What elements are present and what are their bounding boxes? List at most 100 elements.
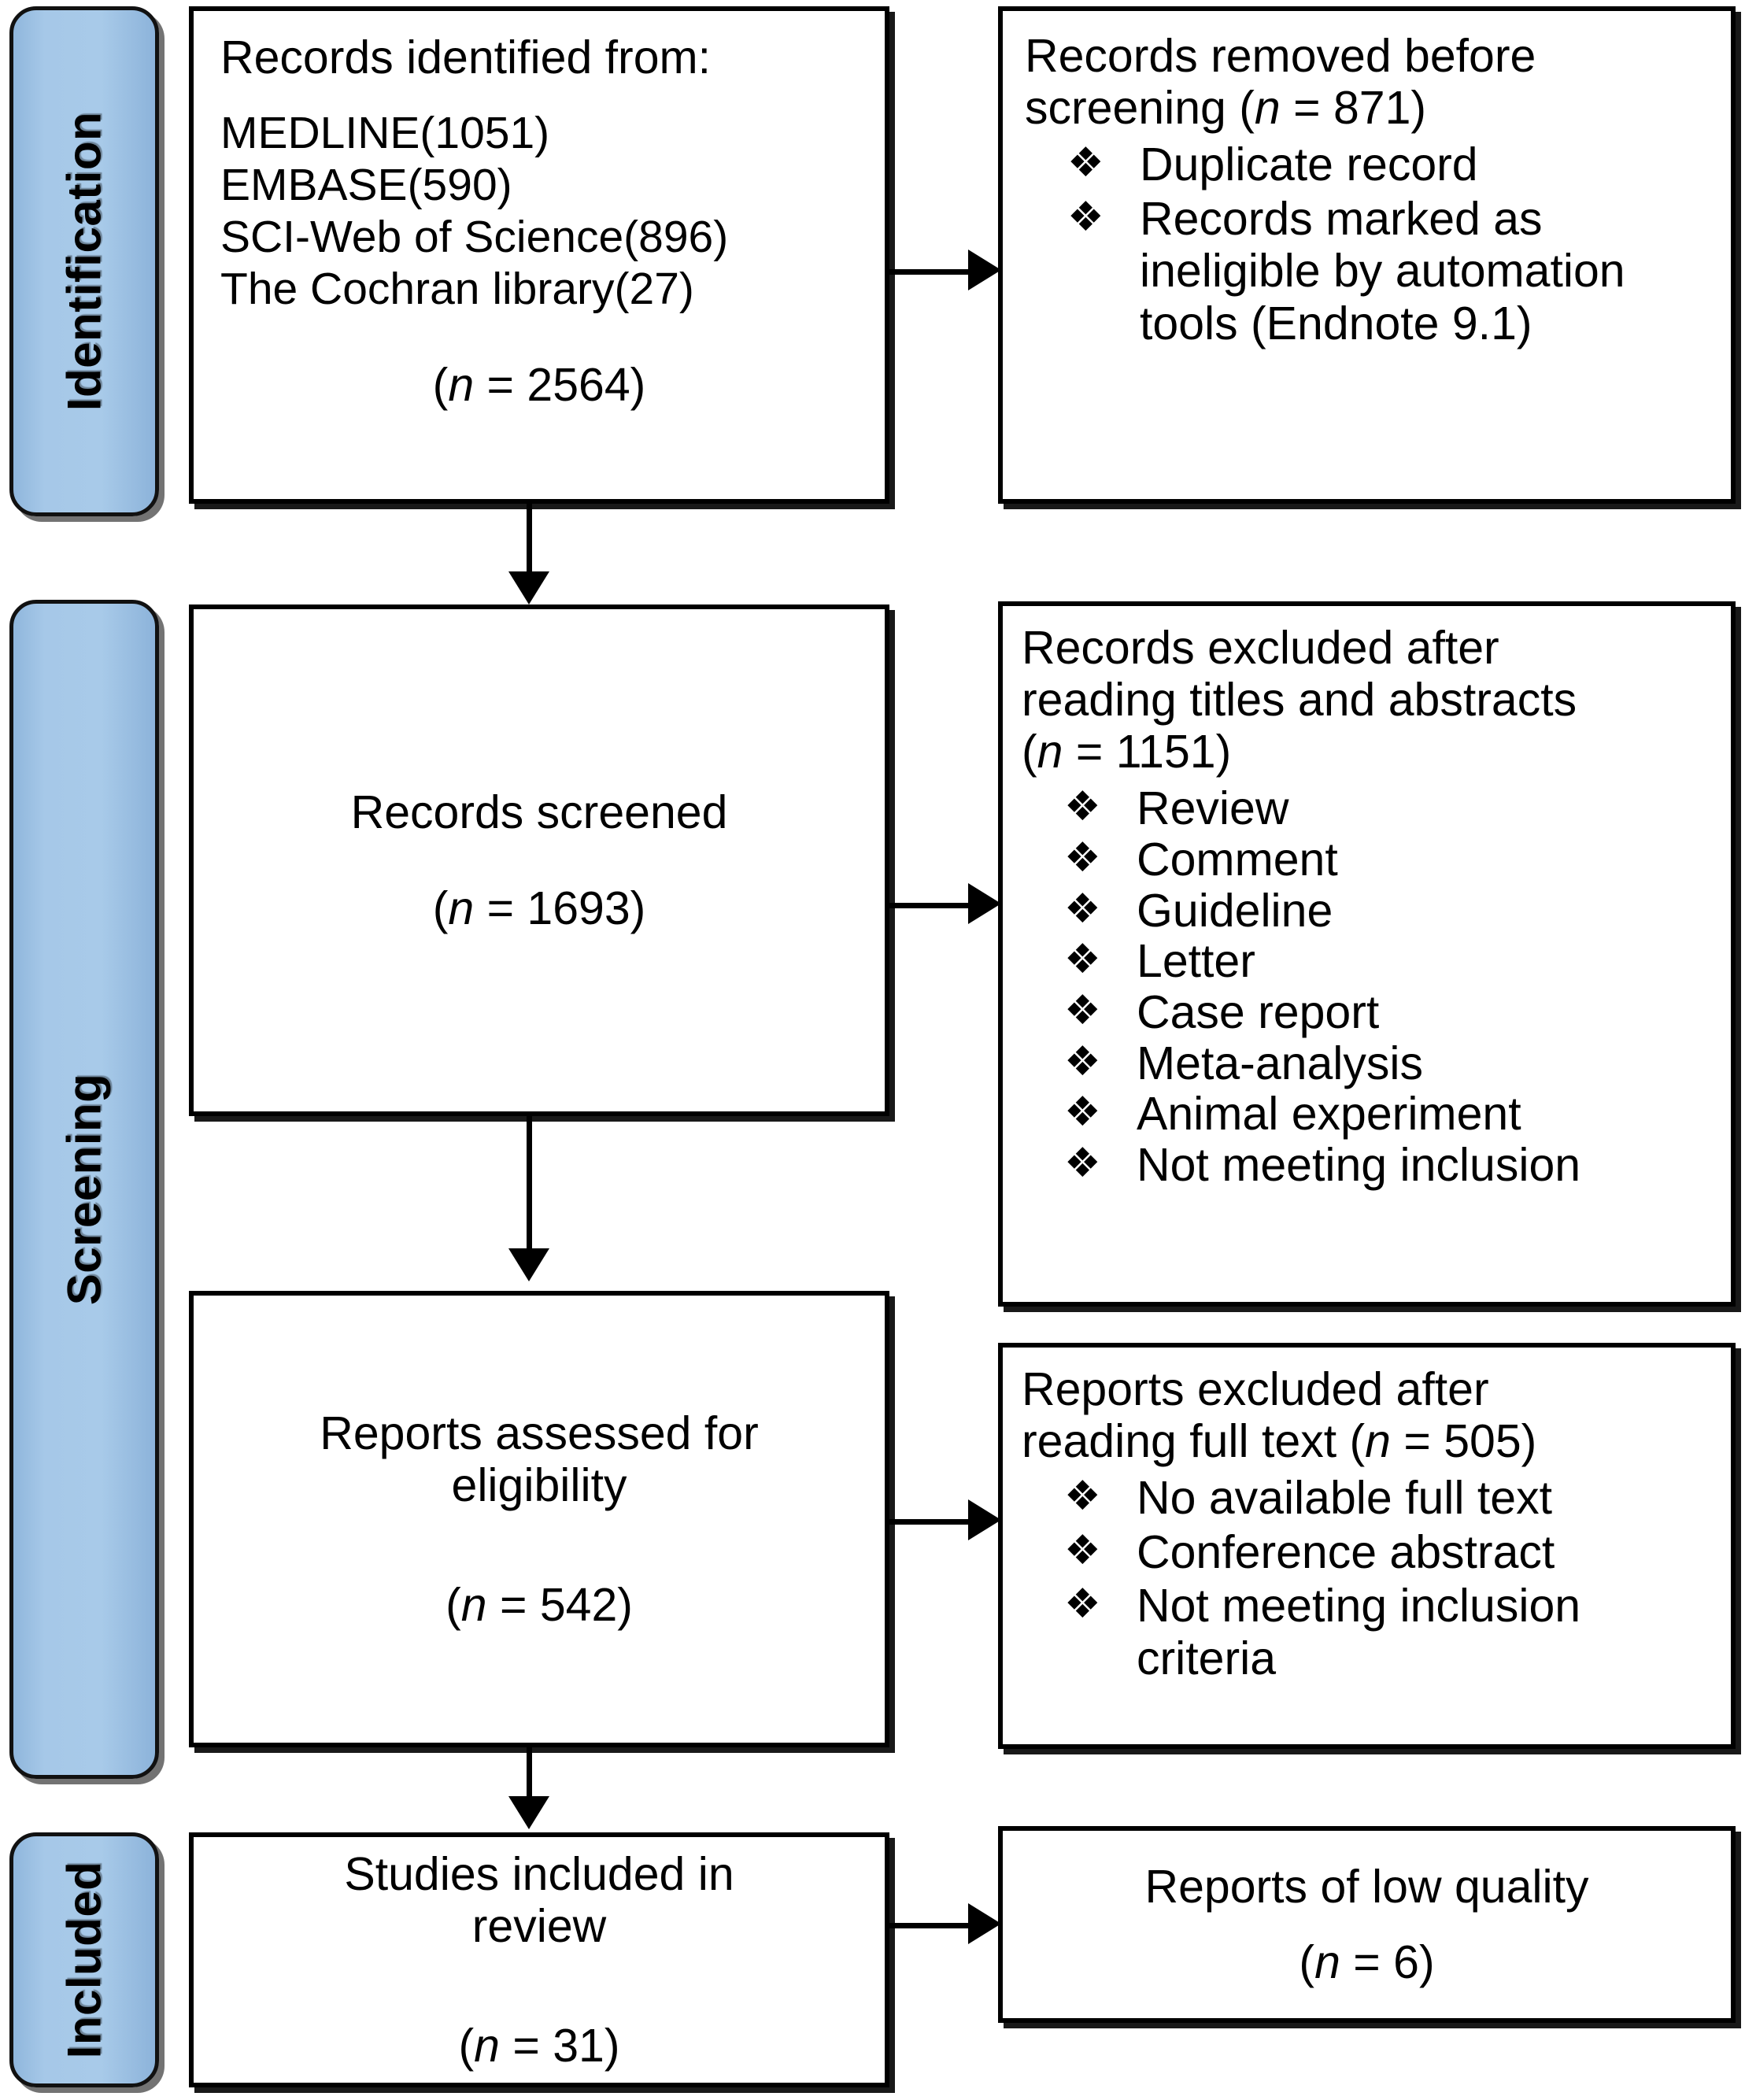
diamond-bullet-icon: ❖ — [1064, 1473, 1101, 1520]
list-item: ❖ Letter — [1022, 935, 1723, 988]
records-screened-count: (n = 1693) — [433, 882, 646, 934]
stage-bar-included: Included — [9, 1832, 159, 2087]
n-italic: n — [448, 882, 475, 934]
list-item: ❖ No available full text — [1022, 1472, 1723, 1525]
diamond-bullet-icon: ❖ — [1064, 885, 1101, 932]
box-records-excluded: Records excluded after reading titles an… — [998, 601, 1736, 1307]
studies-included-heading-line1: Studies included in — [344, 1848, 734, 1900]
studies-included-heading-line2: review — [471, 1900, 607, 1953]
bullet-text: No available full text — [1137, 1472, 1553, 1525]
stage-label-identification: Identification — [57, 111, 111, 412]
reports-excluded-bullet-list: ❖ No available full text ❖ Conference ab… — [1022, 1472, 1723, 1687]
records-screened-heading: Records screened — [350, 786, 728, 839]
arrowhead-assessed-to-studies-included — [508, 1796, 549, 1829]
stage-label-included: Included — [57, 1861, 111, 2059]
bullet-text: Case report — [1137, 985, 1380, 1038]
n-italic: n — [448, 358, 475, 411]
paren-open: ( — [445, 1579, 461, 1632]
diamond-bullet-icon: ❖ — [1064, 937, 1101, 983]
list-item: ❖ Comment — [1022, 834, 1723, 886]
fulltext-prefix: reading full text ( — [1022, 1415, 1366, 1468]
connector-assessed-to-reports-excluded — [888, 1519, 973, 1525]
reports-assessed-count: (n = 542) — [445, 1579, 633, 1631]
studies-included-count: (n = 31) — [459, 2020, 620, 2072]
n-italic: n — [1314, 1936, 1340, 1988]
records-identified-heading: Records identified from: — [220, 31, 712, 83]
count-505: = 505) — [1391, 1415, 1537, 1468]
n-italic: n — [460, 1579, 487, 1632]
paren-open: ( — [1022, 726, 1037, 778]
count-1693: = 1693) — [474, 882, 646, 934]
paren-open: ( — [432, 882, 449, 934]
list-item: ❖ Review — [1022, 782, 1723, 835]
count-871: = 871) — [1280, 82, 1427, 135]
arrowhead-identified-to-screened — [508, 571, 549, 604]
connector-identified-to-removed — [888, 269, 973, 275]
records-removed-line1: Records removed before — [1025, 30, 1536, 82]
bullet-text: Not meeting inclusion criteria — [1137, 1580, 1581, 1685]
count-value: 2564 — [527, 358, 630, 411]
records-removed-line2: screening (n = 871) — [1025, 82, 1720, 134]
arrowhead-identified-to-removed — [968, 250, 1001, 290]
stage-label-screening: Screening — [57, 1073, 111, 1306]
count-31: = 31) — [499, 2019, 620, 2072]
diamond-bullet-icon: ❖ — [1064, 1581, 1101, 1628]
bullet-text: Review — [1137, 782, 1289, 835]
diamond-bullet-icon: ❖ — [1064, 784, 1101, 830]
bullet-text: Guideline — [1137, 884, 1333, 937]
diamond-bullet-icon: ❖ — [1067, 194, 1104, 240]
n-italic: n — [1365, 1415, 1391, 1468]
source-cochran-library: The Cochran library(27) — [220, 264, 694, 315]
list-item: ❖ Animal experiment — [1022, 1088, 1723, 1141]
box-records-identified: Records identified from: MEDLINE(1051) E… — [189, 6, 889, 504]
diamond-bullet-icon: ❖ — [1064, 1527, 1101, 1573]
connector-screened-to-excluded — [888, 903, 973, 908]
arrowhead-assessed-to-reports-excluded — [968, 1499, 1001, 1540]
records-excluded-bullet-list: ❖ Review ❖ Comment ❖ Guideline ❖ Letter … — [1022, 782, 1723, 1192]
bullet-text: Records marked as ineligible by automati… — [1140, 192, 1625, 350]
reports-assessed-heading-line1: Reports assessed for — [320, 1407, 759, 1459]
connector-identified-to-screened — [527, 504, 532, 576]
list-item: ❖ Duplicate record — [1025, 139, 1720, 191]
list-item: ❖ Not meeting inclusion criteria — [1022, 1580, 1723, 1684]
low-quality-heading: Reports of low quality — [1144, 1860, 1589, 1913]
low-quality-count: (n = 6) — [1299, 1936, 1434, 1988]
box-studies-included: Studies included in review (n = 31) — [189, 1832, 889, 2087]
reports-excluded-line1: Reports excluded after — [1022, 1363, 1489, 1415]
paren-open: ( — [458, 2019, 475, 2072]
diamond-bullet-icon: ❖ — [1064, 1140, 1101, 1186]
bullet-text: Conference abstract — [1137, 1525, 1555, 1578]
paren-close: ) — [630, 358, 646, 411]
stage-bar-identification: Identification — [9, 6, 159, 516]
records-identified-source-list: MEDLINE(1051) EMBASE(590) SCI-Web of Sci… — [220, 107, 858, 315]
connector-studies-to-low-quality — [888, 1923, 973, 1928]
box-reports-excluded: Reports excluded after reading full text… — [998, 1343, 1736, 1749]
list-item: ❖ Conference abstract — [1022, 1526, 1723, 1579]
bullet-text: Animal experiment — [1137, 1088, 1521, 1141]
connector-screened-to-assessed — [527, 1116, 532, 1251]
box-reports-assessed: Reports assessed for eligibility (n = 54… — [189, 1291, 889, 1747]
reports-excluded-line2: reading full text (n = 505) — [1022, 1415, 1723, 1467]
list-item: ❖ Not meeting inclusion — [1022, 1139, 1723, 1192]
diamond-bullet-icon: ❖ — [1064, 1089, 1101, 1136]
diamond-bullet-icon: ❖ — [1064, 834, 1101, 881]
records-identified-count: (n = 2564) — [433, 359, 646, 411]
box-records-screened: Records screened (n = 1693) — [189, 604, 889, 1116]
list-item: ❖ Case report — [1022, 986, 1723, 1039]
count-542: = 542) — [486, 1579, 633, 1632]
records-excluded-line2: reading titles and abstracts — [1022, 674, 1577, 726]
bullet-text: Meta-analysis — [1137, 1037, 1423, 1089]
bullet-text: Comment — [1137, 833, 1338, 885]
diamond-bullet-icon: ❖ — [1064, 987, 1101, 1033]
diamond-bullet-icon: ❖ — [1064, 1038, 1101, 1085]
records-excluded-line1: Records excluded after — [1022, 622, 1499, 674]
diamond-bullet-icon: ❖ — [1067, 140, 1104, 187]
count-1151: = 1151) — [1063, 726, 1232, 778]
n-italic: n — [474, 2019, 500, 2072]
bullet-text: Letter — [1137, 935, 1255, 988]
connector-assessed-to-studies-included — [527, 1747, 532, 1799]
n-italic: n — [1254, 82, 1281, 135]
reports-assessed-heading-line2: eligibility — [451, 1459, 627, 1511]
arrowhead-screened-to-excluded — [968, 883, 1001, 924]
